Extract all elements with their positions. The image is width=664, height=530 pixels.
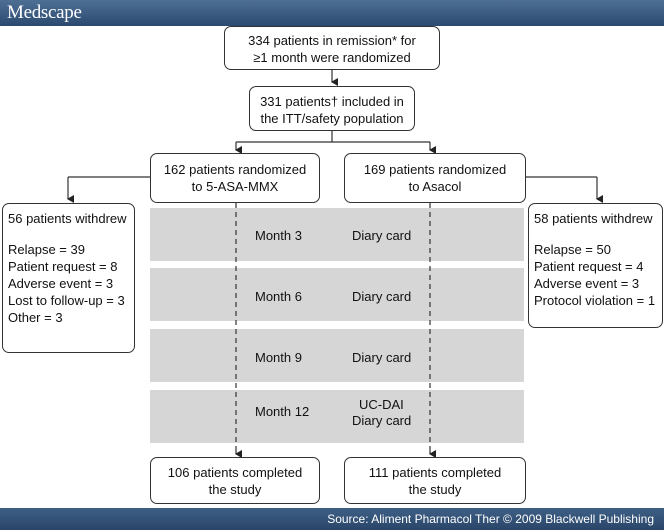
arm-5-asa-mmx-box: 162 patients randomized to 5-ASA-MMX: [150, 153, 320, 203]
source-credit: Source: Aliment Pharmacol Ther © 2009 Bl…: [327, 512, 654, 526]
withdrew-title: 56 patients withdrew: [8, 211, 127, 226]
withdrew-reason: Lost to follow-up = 3: [8, 293, 125, 308]
box-line: 106 patients completed: [167, 465, 303, 480]
box-line: 162 patients randomized: [163, 162, 307, 177]
visit-assessment: Diary card: [352, 350, 412, 365]
visit-month: Month 12: [255, 404, 310, 419]
box-line: 334 patients in remission* for: [248, 33, 416, 48]
box-line: to Asacol: [408, 179, 462, 194]
arm-asacol-box: 169 patients randomized to Asacol: [344, 153, 526, 203]
visit-band-month-12: Month 12 UC-DAI Diary card: [150, 390, 524, 443]
visit-assessment: Diary card: [352, 289, 412, 304]
withdrew-reason: Relapse = 50: [534, 242, 611, 257]
visit-assessment: Diary card: [352, 228, 412, 243]
withdrew-right-box: 58 patients withdrew Relapse = 50 Patien…: [528, 203, 663, 328]
box-line: the ITT/safety population: [260, 111, 404, 126]
withdrew-reason: Protocol violation = 1: [534, 293, 656, 308]
box-line: to 5-ASA-MMX: [191, 179, 279, 194]
randomized-box: 334 patients in remission* for ≥1 month …: [224, 26, 440, 70]
withdrew-reason: Adverse event = 3: [534, 276, 640, 291]
visit-assessment: Diary card: [352, 413, 412, 428]
visit-month: Month 3: [255, 228, 302, 243]
completed-5-asa-mmx-box: 106 patients completed the study: [150, 457, 320, 504]
box-line: the study: [408, 482, 462, 497]
withdrew-title: 58 patients withdrew: [534, 211, 653, 226]
header-bar: Medscape: [0, 0, 664, 26]
visit-month: Month 6: [255, 289, 302, 304]
box-line: 169 patients randomized: [363, 162, 507, 177]
visit-band-month-6: Month 6 Diary card: [150, 268, 524, 321]
withdrew-reason: Patient request = 4: [534, 259, 644, 274]
visit-month: Month 9: [255, 350, 302, 365]
visit-band-month-3: Month 3 Diary card: [150, 208, 524, 261]
withdrew-left-box: 56 patients withdrew Relapse = 39 Patien…: [2, 203, 135, 353]
medscape-logo: Medscape: [7, 2, 82, 23]
visit-assessment: UC-DAI: [359, 397, 404, 412]
box-line: 331 patients† included in: [260, 94, 404, 109]
footer-bar: Source: Aliment Pharmacol Ther © 2009 Bl…: [0, 508, 664, 530]
withdrew-reason: Relapse = 39: [8, 242, 85, 257]
completed-asacol-box: 111 patients completed the study: [344, 457, 526, 504]
box-line: ≥1 month were randomized: [253, 50, 411, 65]
withdrew-reason: Patient request = 8: [8, 259, 118, 274]
withdrew-reason: Other = 3: [8, 310, 63, 325]
withdrew-reason: Adverse event = 3: [8, 276, 114, 291]
box-line: 111 patients completed: [368, 465, 502, 480]
box-line: the study: [208, 482, 262, 497]
visit-band-month-9: Month 9 Diary card: [150, 329, 524, 382]
itt-box: 331 patients† included in the ITT/safety…: [249, 86, 415, 131]
